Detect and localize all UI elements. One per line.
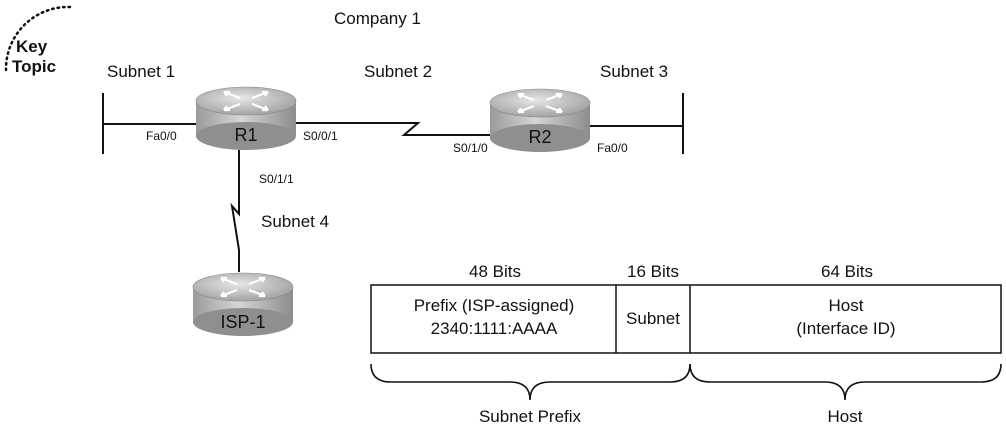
subnet-field-label: Subnet — [626, 309, 680, 328]
subnet-prefix-label: Subnet Prefix — [479, 407, 582, 426]
company-title: Company 1 — [334, 9, 421, 28]
subnet-1-lan — [102, 93, 196, 154]
host-brace-label: Host — [828, 407, 863, 426]
r1-s011-label: S0/1/1 — [259, 172, 294, 186]
r1-fa00-label: Fa0/0 — [146, 129, 177, 143]
subnet-1-label: Subnet 1 — [107, 62, 175, 81]
router-isp-1-label: ISP-1 — [220, 312, 265, 332]
subnet-2-label: Subnet 2 — [364, 62, 432, 81]
key-topic-dotted-arc — [4, 5, 72, 72]
r2-fa00-label: Fa0/0 — [597, 141, 628, 155]
prefix-line-2: 2340:1111:AAAA — [431, 319, 558, 338]
subnet-prefix-brace — [370, 363, 691, 401]
host-line-1: Host — [829, 296, 864, 315]
router-isp-1: ISP-1 — [192, 272, 294, 336]
subnet-bits-label: 16 Bits — [627, 262, 679, 281]
key-topic-line1: Key — [16, 37, 48, 56]
router-r2: R2 — [489, 88, 591, 152]
router-r2-label: R2 — [528, 127, 551, 147]
key-topic-badge: Key Topic — [4, 5, 72, 76]
prefix-line-1: Prefix (ISP-assigned) — [414, 296, 575, 315]
host-line-2: (Interface ID) — [796, 319, 895, 338]
r2-s010-label: S0/1/0 — [453, 141, 488, 155]
host-bits-label: 64 Bits — [821, 262, 873, 281]
serial-link-subnet-2 — [296, 122, 490, 136]
prefix-bits-label: 48 Bits — [469, 262, 521, 281]
host-brace — [689, 363, 1002, 401]
subnet-3-label: Subnet 3 — [600, 62, 668, 81]
serial-link-subnet-4 — [230, 150, 240, 272]
router-r1: R1 — [195, 86, 297, 150]
address-format-box — [370, 284, 1002, 354]
address-format: 48 Bits 16 Bits 64 Bits Prefix (ISP-assi… — [370, 262, 1002, 426]
subnet-3-lan — [589, 93, 684, 154]
r1-s001-label: S0/0/1 — [303, 129, 338, 143]
subnet-4-label: Subnet 4 — [261, 212, 329, 231]
router-r1-label: R1 — [234, 125, 257, 145]
key-topic-line2: Topic — [12, 57, 56, 76]
